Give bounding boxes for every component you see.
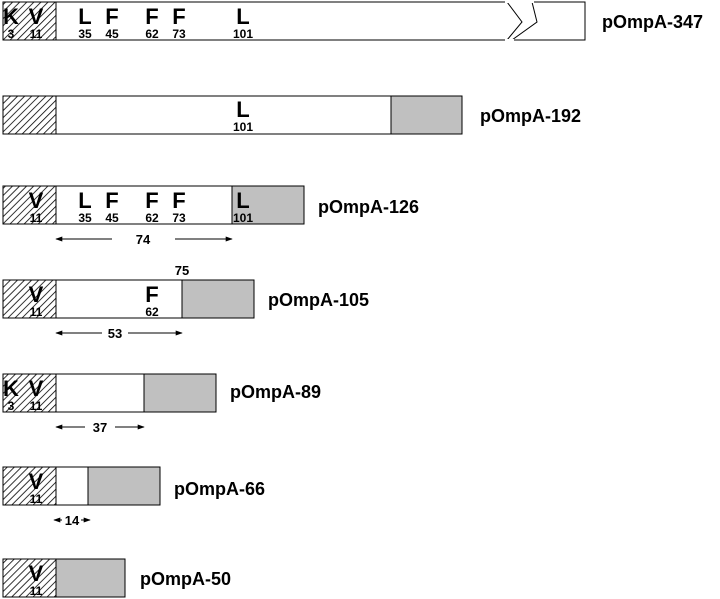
residue-f62-letter: F xyxy=(145,282,158,307)
construct-name: pOmpA-192 xyxy=(480,106,581,126)
residue-l35-letter: L xyxy=(78,188,91,213)
mature-region-347 xyxy=(55,1,523,41)
construct-name: pOmpA-126 xyxy=(318,197,419,217)
mature-tail-347 xyxy=(510,1,586,41)
residue-v11-pos: 11 xyxy=(30,492,43,506)
residue-f73-pos: 73 xyxy=(172,211,186,225)
mature-region-192 xyxy=(55,95,392,135)
signal-sequence-347 xyxy=(2,1,57,41)
fusion-region-105 xyxy=(181,279,255,319)
residue-l35-letter: L xyxy=(78,4,91,29)
mature-region-89 xyxy=(55,373,145,413)
residue-v11-letter: V xyxy=(29,4,44,29)
residue-v11-pos: 11 xyxy=(30,305,43,319)
mature-region-105 xyxy=(55,279,183,319)
residue-f45-pos: 45 xyxy=(105,27,119,41)
residue-l101-letter: L xyxy=(236,188,249,213)
residue-l35-pos: 35 xyxy=(78,27,92,41)
construct-name: pOmpA-66 xyxy=(174,479,265,499)
residue-v11-pos: 11 xyxy=(30,211,43,225)
residue-v11-pos: 11 xyxy=(30,584,43,598)
signal-sequence-89 xyxy=(2,373,57,413)
residue-k3-letter: K xyxy=(3,4,19,29)
residue-f62-letter: F xyxy=(145,188,158,213)
fusion-region-89 xyxy=(143,373,217,413)
residue-v11-letter: V xyxy=(29,188,44,213)
residue-f62-pos: 62 xyxy=(145,305,159,319)
residue-l101-pos: 101 xyxy=(233,120,253,134)
construct-name: pOmpA-105 xyxy=(268,290,369,310)
fusion-region-126 xyxy=(231,185,305,225)
residue-l101-pos: 101 xyxy=(233,211,253,225)
residue-v11-pos: 11 xyxy=(30,399,43,413)
construct-pompa-105: 75 V 11 F 62 53 pOmpA-105 xyxy=(2,263,369,341)
fusion-region-66 xyxy=(87,466,161,506)
construct-pompa-50: V 11 pOmpA-50 xyxy=(2,558,231,598)
signal-sequence-192 xyxy=(2,95,57,135)
construct-name: pOmpA-50 xyxy=(140,569,231,589)
construct-pompa-126: V 11 L 35 F 45 F 62 F 73 L 101 74 pOmpA-… xyxy=(2,185,419,247)
residue-f73-letter: F xyxy=(172,4,185,29)
mature-region-126 xyxy=(55,185,233,225)
span-length-label: 74 xyxy=(136,232,151,247)
residue-k3-letter: K xyxy=(3,376,19,401)
signal-sequence-126 xyxy=(2,185,57,225)
residue-v11-letter: V xyxy=(29,469,44,494)
construct-name: pOmpA-89 xyxy=(230,382,321,402)
mature-region-66 xyxy=(55,466,89,506)
residue-f62-pos: 62 xyxy=(145,211,159,225)
span-length-label: 37 xyxy=(93,420,107,435)
construct-pompa-89: K 3 V 11 37 pOmpA-89 xyxy=(2,373,321,435)
residue-l101-letter: L xyxy=(236,97,249,122)
junction-position-label: 75 xyxy=(175,263,189,278)
residue-v11-letter: V xyxy=(29,282,44,307)
residue-f73-letter: F xyxy=(172,188,185,213)
residue-l35-pos: 35 xyxy=(78,211,92,225)
residue-k3-pos: 3 xyxy=(8,27,15,41)
fusion-region-192 xyxy=(390,95,463,135)
span-length-label: 53 xyxy=(108,326,122,341)
fusion-region-50 xyxy=(55,558,126,598)
residue-f62-letter: F xyxy=(145,4,158,29)
residue-l101-letter: L xyxy=(236,4,249,29)
construct-pompa-66: V 11 14 pOmpA-66 xyxy=(2,466,265,528)
signal-sequence-50 xyxy=(2,558,57,598)
residue-f62-pos: 62 xyxy=(145,27,159,41)
residue-v11-letter: V xyxy=(29,376,44,401)
construct-pompa-347: K 3 V 11 L 35 F 45 F 62 F 73 L 101 pOmpA… xyxy=(2,1,703,41)
residue-f73-pos: 73 xyxy=(172,27,186,41)
residue-v11-letter: V xyxy=(29,561,44,586)
residue-k3-pos: 3 xyxy=(8,399,15,413)
residue-f45-letter: F xyxy=(105,188,118,213)
signal-sequence-66 xyxy=(2,466,57,506)
residue-l101-pos: 101 xyxy=(233,27,253,41)
residue-f45-letter: F xyxy=(105,4,118,29)
construct-name: pOmpA-347 xyxy=(602,12,703,32)
residue-v11-pos: 11 xyxy=(30,27,43,41)
construct-pompa-192: L 101 pOmpA-192 xyxy=(2,95,581,135)
span-length-label: 14 xyxy=(65,513,80,528)
residue-f45-pos: 45 xyxy=(105,211,119,225)
